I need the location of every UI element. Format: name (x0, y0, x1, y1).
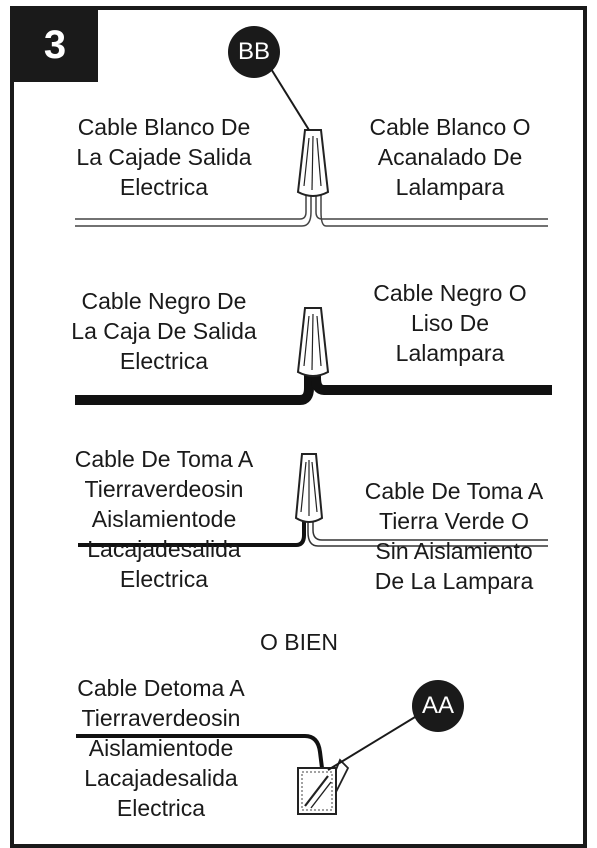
ground-wire-section (78, 453, 548, 547)
ground-right-label: Cable De Toma A Tierra Verde O Sin Aisla… (364, 478, 544, 594)
wire-nut-icon (294, 453, 324, 523)
alt-ground-wire (76, 734, 324, 769)
ground-wire-left (78, 520, 306, 547)
aa-leader-line (327, 713, 421, 771)
ground-left-label: Cable De Toma A Tierraverdeosin Aislamie… (74, 446, 254, 592)
step-number-badge: 3 (12, 8, 98, 82)
ground-screw-icon (297, 758, 350, 815)
black-left-label: Cable Negro De La Caja De Salida Electri… (71, 288, 257, 374)
callout-aa: AA (412, 680, 464, 732)
or-label: O BIEN (260, 629, 338, 655)
black-right-label: Cable Negro O Liso De Lalampara (373, 280, 527, 366)
alt-ground-section (76, 713, 421, 815)
ground-wire-right (312, 520, 548, 541)
black-wire-section (75, 307, 552, 405)
white-right-label: Cable Blanco O Acanalado De Lalampara (369, 114, 531, 200)
wire-nut-icon (296, 129, 330, 197)
white-wire-left (75, 192, 307, 220)
white-wire-section (75, 63, 548, 227)
alt-left-label: Cable Detoma A Tierraverdeosin Aislamien… (77, 675, 245, 821)
bb-leader-line (267, 63, 310, 131)
white-left-label: Cable Blanco De La Cajade Salida Electri… (76, 114, 252, 200)
outer-frame (10, 6, 587, 848)
callout-bb: BB (228, 26, 280, 78)
black-wire-right (311, 372, 552, 395)
wire-nut-icon (296, 307, 330, 377)
black-wire-left (75, 372, 314, 405)
